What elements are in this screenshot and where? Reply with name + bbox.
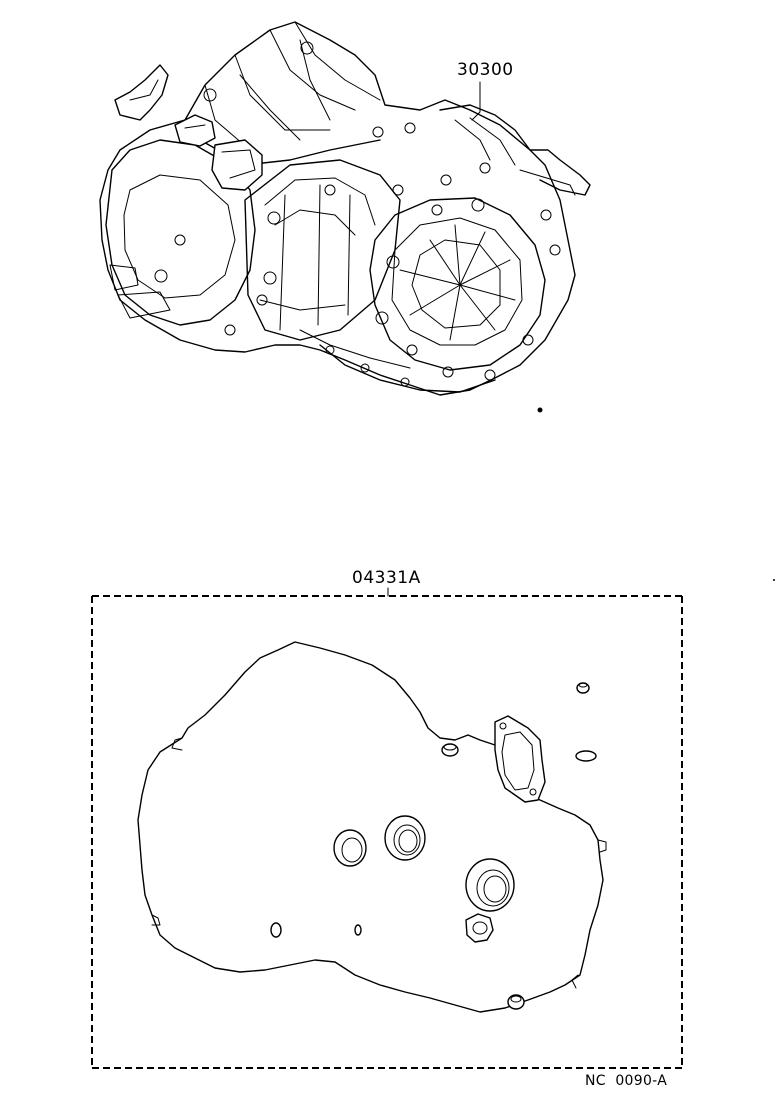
leader-line-30300 (471, 81, 481, 121)
transaxle-assembly-illustration (99, 21, 591, 413)
small-plug-illustration (576, 682, 590, 694)
case-gasket-illustration (137, 641, 607, 1013)
washer-center-illustration (354, 924, 362, 936)
plug-illustration (441, 743, 459, 757)
part-number-label-04331a: 04331A (352, 568, 421, 588)
oil-seal-small-illustration (333, 829, 367, 867)
reference-code: NC 0090-A (585, 1073, 668, 1089)
oil-seal-large-illustration (465, 858, 515, 912)
washer-left-illustration (270, 922, 282, 938)
gasket-kit-frame (91, 587, 683, 1069)
drain-plug-illustration (465, 913, 494, 943)
scan-dot (773, 579, 775, 581)
bottom-plug-illustration (507, 994, 525, 1010)
oil-seal-medium-illustration (384, 815, 426, 861)
part-number-label-30300: 30300 (457, 60, 514, 80)
o-ring-illustration (575, 750, 597, 762)
cover-plate-gasket-illustration (494, 715, 546, 803)
